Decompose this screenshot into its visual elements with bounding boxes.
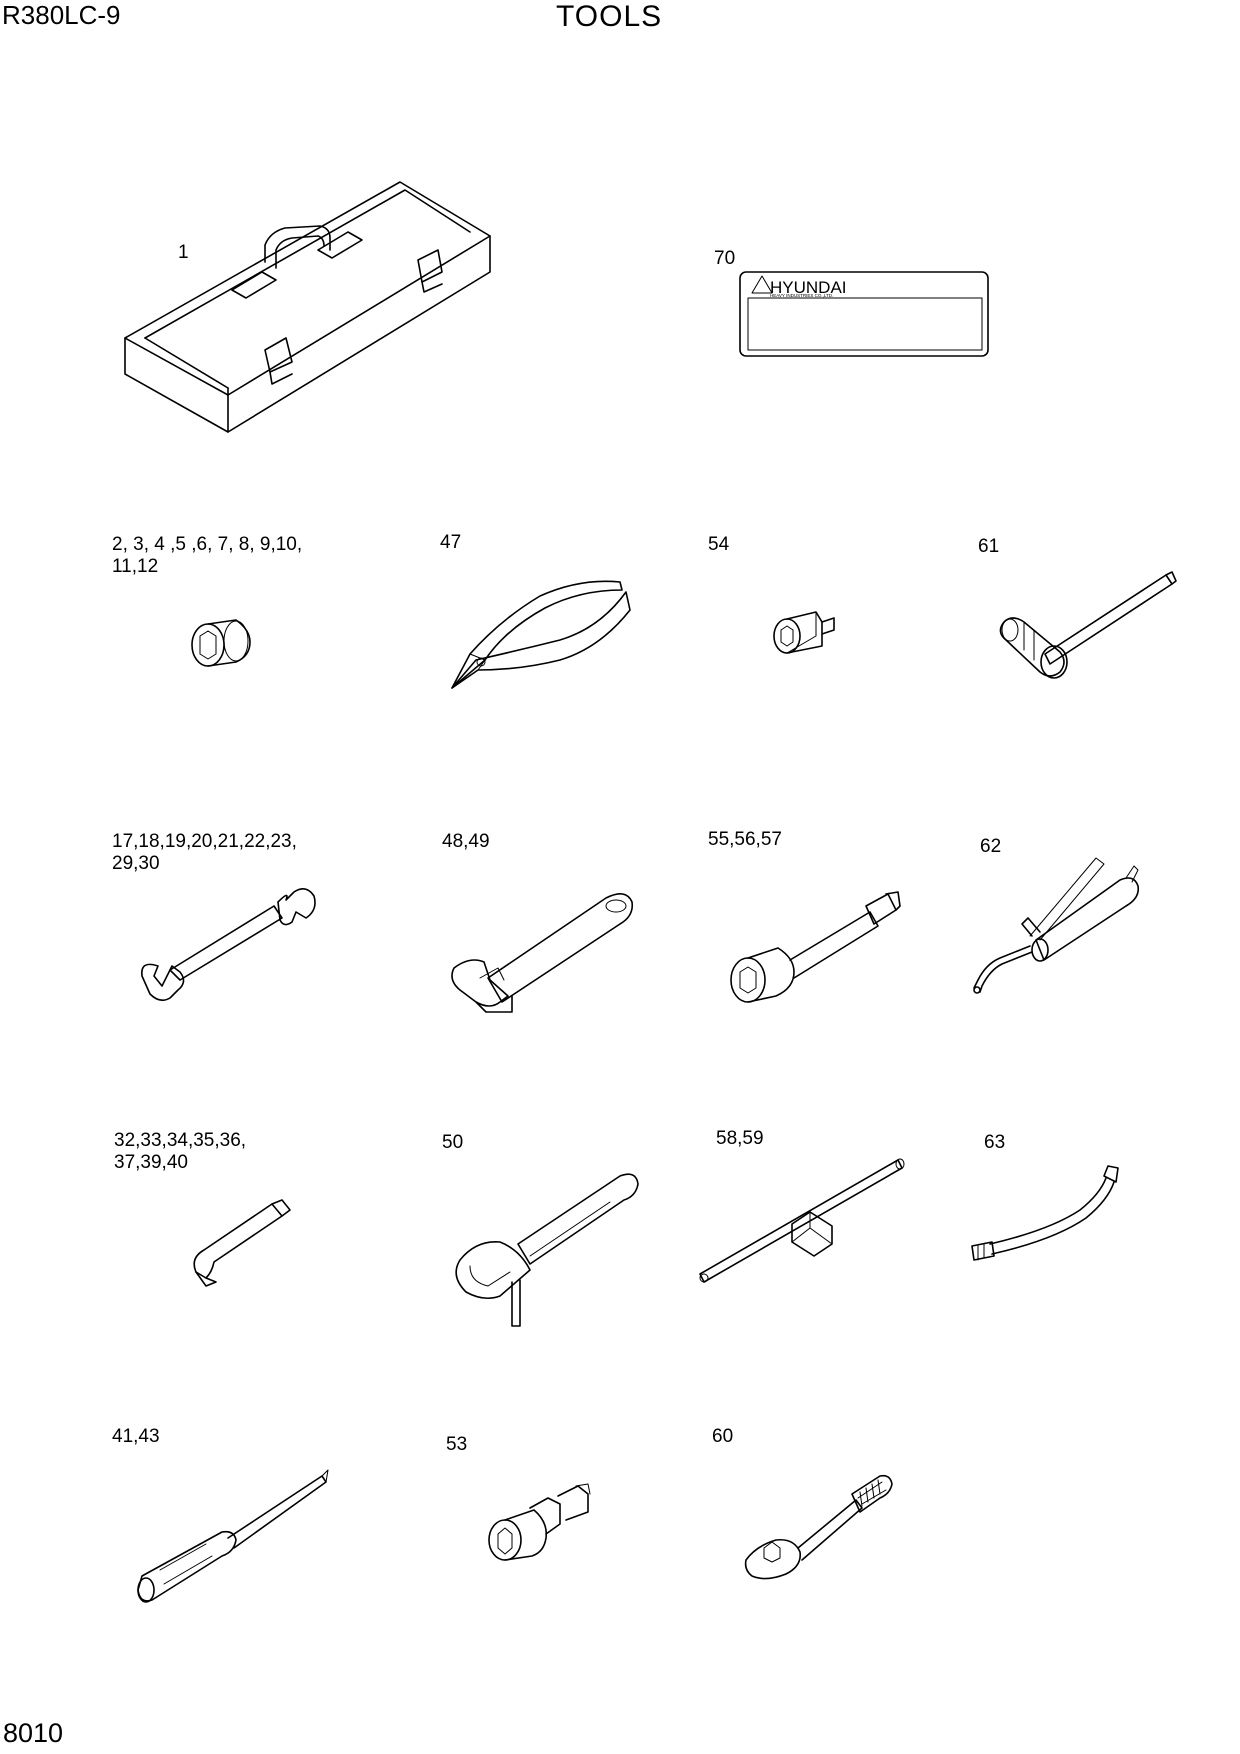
brand-subtext: HEAVY INDUSTRIES CO.,LTD. (770, 293, 833, 298)
callout-t-handle: 58,59 (716, 1128, 764, 1149)
callout-ratchet: 60 (712, 1426, 734, 1447)
callout-hex-key: 32,33,34,35,36, 37,39,40 (114, 1130, 247, 1173)
callout-filter-wrench: 50 (442, 1132, 464, 1153)
callout-toolbox: 1 (178, 242, 189, 263)
grease-gun-icon (973, 857, 1140, 994)
page-number: 8010 (3, 1718, 64, 1748)
callout-adjustable-wrench: 48,49 (442, 831, 490, 852)
callout-grease-hose: 63 (984, 1132, 1006, 1153)
ratchet-handle-icon (744, 1474, 893, 1580)
callout-spanner: 17,18,19,20,21,22,23, 29,30 (112, 831, 297, 874)
name-plate-icon: HYUNDAI HEAVY INDUSTRIES CO.,LTD. (739, 271, 989, 357)
socket-icon (191, 619, 251, 667)
callout-extension-socket: 55,56,57 (708, 829, 782, 850)
callout-adapter: 54 (708, 534, 730, 555)
adjustable-wrench-icon (451, 893, 634, 1013)
callout-grease-gun: 62 (980, 836, 1002, 857)
screwdriver-icon (137, 1469, 329, 1603)
spanner-icon (141, 888, 316, 1002)
page-title: TOOLS (556, 0, 663, 33)
hex-key-icon (193, 1199, 291, 1287)
callout-pliers: 47 (440, 532, 462, 553)
callout-label-plate: 70 (714, 248, 736, 269)
callout-screwdriver: 41,43 (112, 1426, 160, 1447)
toolbox-icon (124, 181, 491, 433)
callout-socket: 2, 3, 4 ,5 ,6, 7, 8, 9,10, 11,12 (112, 534, 303, 577)
t-handle-icon (699, 1158, 905, 1283)
filter-wrench-icon (455, 1173, 639, 1327)
brand-text: HYUNDAI (770, 278, 847, 297)
callout-universal-joint: 53 (446, 1434, 468, 1455)
universal-joint-icon (488, 1483, 591, 1561)
pliers-icon (451, 580, 631, 689)
hammer-icon (999, 571, 1177, 679)
socket-adapter-icon (773, 611, 835, 654)
callout-hammer: 61 (978, 536, 1000, 557)
model-name: R380LC-9 (2, 0, 121, 30)
grease-hose-icon (971, 1165, 1119, 1261)
extension-bar-icon (730, 891, 901, 1003)
